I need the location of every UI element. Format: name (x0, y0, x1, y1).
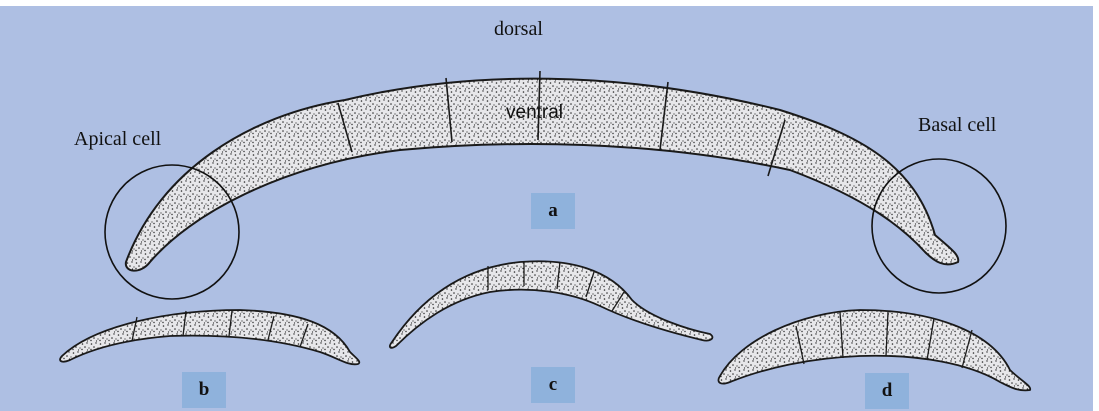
basal-cell-circle (872, 159, 1006, 293)
conidium-b (60, 310, 359, 364)
apical-cell-label: Apical cell (74, 128, 161, 151)
panel-label-c: c (531, 367, 575, 403)
panel-label-a: a (531, 193, 575, 229)
panel-label-d: d (865, 373, 909, 409)
dorsal-label: dorsal (494, 18, 543, 41)
panel-label-b: b (182, 372, 226, 408)
basal-cell-label: Basal cell (918, 114, 996, 137)
ventral-label: ventral (506, 102, 563, 124)
conidium-c (390, 261, 713, 348)
conidium-a (126, 71, 958, 271)
